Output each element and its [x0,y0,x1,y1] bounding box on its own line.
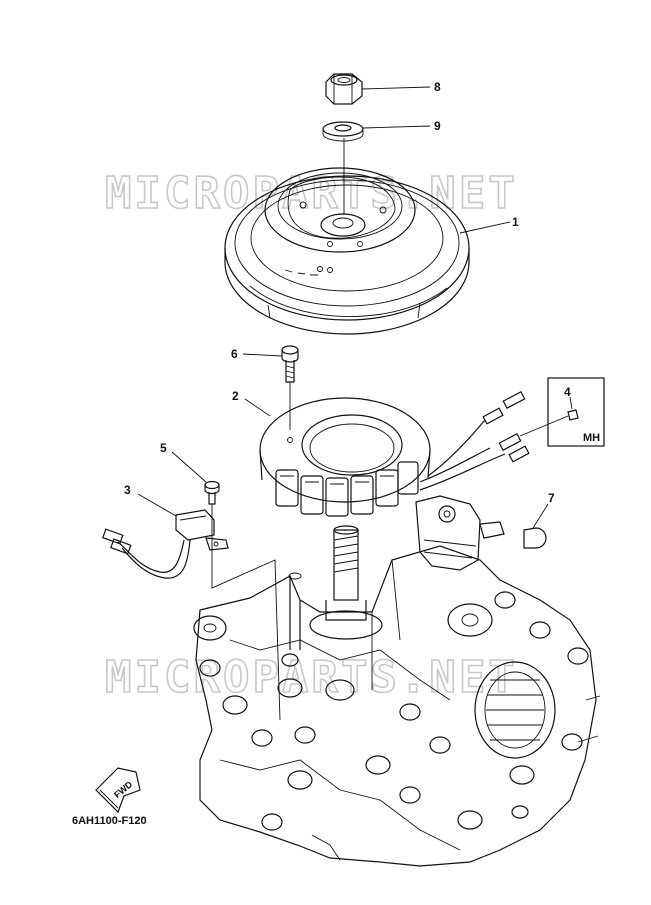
callout-9[interactable]: 9 [434,119,441,133]
forward-direction-arrow: FWD [95,767,141,814]
callout-2[interactable]: 2 [232,389,239,403]
part-3-pulser-coil[interactable] [102,509,229,579]
callout-5[interactable]: 5 [160,441,167,455]
watermark-top: MICROPARTS.NET [105,168,518,219]
variant-label-mh: MH [583,432,600,444]
part-8-nut[interactable] [325,73,363,105]
leader-line-9 [362,125,431,129]
part-7-woodruff-key[interactable] [523,527,547,549]
diagram-code: 6AH1100-F120 [72,815,147,827]
callout-3[interactable]: 3 [124,483,131,497]
callout-4[interactable]: 4 [564,385,571,399]
part-9-washer[interactable] [322,121,364,142]
screw-5-install-path [211,504,281,721]
watermark-bottom: MICROPARTS.NET [105,652,518,703]
leader-line-3 [137,493,177,517]
callout-8[interactable]: 8 [434,80,441,94]
part-5-screw[interactable] [204,480,220,505]
leader-line-6 [242,353,283,357]
part-4-inset-box: MH [547,377,605,447]
leader-line-2 [244,398,271,417]
leader-line-7 [532,503,549,529]
stator-coil-windings [275,461,419,517]
part-2-stator[interactable] [259,390,530,517]
leader-line-8 [361,86,431,90]
callout-1[interactable]: 1 [512,215,519,229]
callout-6[interactable]: 6 [231,347,238,361]
crankcase-block [193,495,601,867]
leader-line-1 [459,221,511,234]
part-6-bolt[interactable] [281,345,299,383]
part-1-flywheel[interactable] [224,167,470,335]
callout-7[interactable]: 7 [548,491,555,505]
part-4-terminal-cap[interactable] [519,409,579,437]
leader-line-4 [569,396,573,410]
leader-line-5 [171,451,207,483]
